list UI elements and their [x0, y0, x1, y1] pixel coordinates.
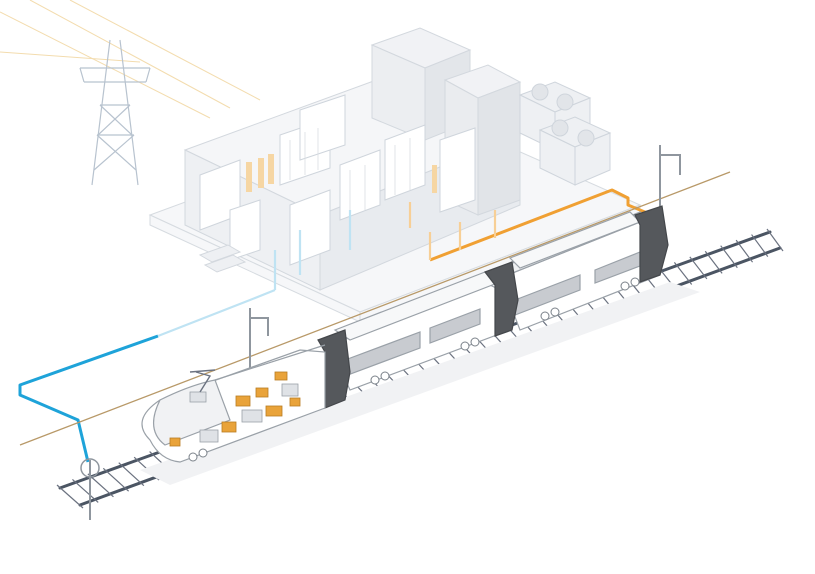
- cooling-units: [518, 81, 612, 186]
- rail-sleeper: [720, 245, 738, 269]
- rail-sleeper: [118, 462, 145, 487]
- train-bogies: [188, 277, 640, 462]
- panel-details: [289, 128, 411, 215]
- transmission-lines: [0, 0, 261, 119]
- rail-sleeper: [673, 262, 693, 285]
- train-shadow: [140, 282, 700, 485]
- rail-sleeper: [704, 250, 723, 274]
- train-car-rear: [499, 205, 669, 331]
- rail-sleeper: [766, 228, 784, 252]
- rail-sleeper: [56, 484, 84, 509]
- equipment-highlights: [246, 154, 437, 193]
- rail-sleeper: [751, 234, 769, 257]
- substation-stairs: [198, 244, 247, 273]
- catenary-mast-middle: [249, 308, 269, 375]
- feed-cable-faded: [408, 202, 497, 260]
- overhead-catenary: [19, 171, 731, 446]
- power-pylon: [79, 39, 151, 186]
- rail-sleeper: [102, 467, 130, 492]
- rail-sleeper: [87, 473, 114, 498]
- train-car-middle: [329, 261, 519, 391]
- rail-sleeper: [735, 239, 754, 263]
- return-cable: [18, 334, 159, 463]
- rail-sleeper: [689, 256, 708, 280]
- catenary-mast-front: [80, 458, 100, 520]
- rail-sleeper: [72, 478, 99, 503]
- return-cable-faded: [157, 210, 352, 338]
- pantograph: [189, 369, 216, 393]
- cab-machinery: [189, 383, 299, 443]
- cab-equipment: [169, 371, 301, 447]
